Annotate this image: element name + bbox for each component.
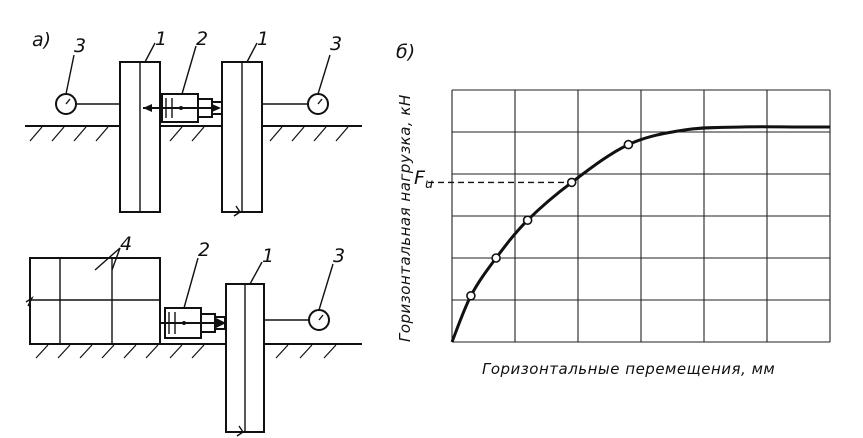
leader-4a xyxy=(94,247,121,271)
pile-break-mark xyxy=(233,205,241,217)
jack-lower xyxy=(160,307,226,339)
panel-b-label: б) xyxy=(396,41,415,63)
data-point-marker xyxy=(491,253,501,263)
leader-3-right xyxy=(317,54,331,95)
callout-3-right: 3 xyxy=(330,33,342,55)
callout-3-lower: 3 xyxy=(333,245,345,267)
leader-3-lower xyxy=(318,263,334,311)
jack-upper xyxy=(143,93,223,123)
upper-scheme: 3 1 2 1 3 xyxy=(25,28,362,217)
chart-grid xyxy=(451,89,831,343)
callout-2-lower: 2 xyxy=(198,239,210,261)
leader-2-upper xyxy=(181,45,197,95)
callout-1-right: 1 xyxy=(257,28,269,50)
data-markers xyxy=(466,139,634,301)
callout-3-left: 3 xyxy=(74,35,86,57)
pile-lower-break-mark xyxy=(236,425,244,437)
panel-a-label: а) xyxy=(32,29,51,51)
callout-2-upper: 2 xyxy=(196,28,208,50)
load-curve xyxy=(450,125,830,343)
load-curve-line xyxy=(450,125,830,343)
x-axis-title: Горизонтальные перемещения, мм xyxy=(482,360,775,378)
fu-label: Fu xyxy=(414,167,433,192)
y-axis-title: Горизонтальная нагрузка, кН xyxy=(396,94,414,342)
panel-b: б) Горизонтальная нагрузка, кН Fu Горизо… xyxy=(396,41,831,378)
fu-label-main: F xyxy=(414,167,426,189)
callout-1-lower: 1 xyxy=(262,245,274,267)
leader-3-left xyxy=(65,54,75,95)
anchor-break-mark xyxy=(25,295,34,307)
leader-4b xyxy=(111,247,121,271)
fu-label-sub: u xyxy=(425,177,433,192)
data-point-marker xyxy=(623,139,634,150)
data-point-marker xyxy=(522,215,533,225)
ground-hatch-upper xyxy=(29,126,349,142)
ground-hatch-lower xyxy=(35,344,337,359)
data-point-marker xyxy=(566,177,577,188)
leader-1-right xyxy=(246,42,258,63)
lower-scheme: 4 2 1 3 xyxy=(25,233,362,437)
panel-a: а) xyxy=(25,28,362,437)
callout-1-left: 1 xyxy=(155,28,167,50)
leader-1-left xyxy=(144,42,156,63)
callout-4: 4 xyxy=(120,233,132,255)
leader-1-lower xyxy=(249,261,263,285)
data-point-marker xyxy=(466,290,476,301)
leader-2-lower xyxy=(183,257,199,309)
anchor-block xyxy=(29,257,161,345)
